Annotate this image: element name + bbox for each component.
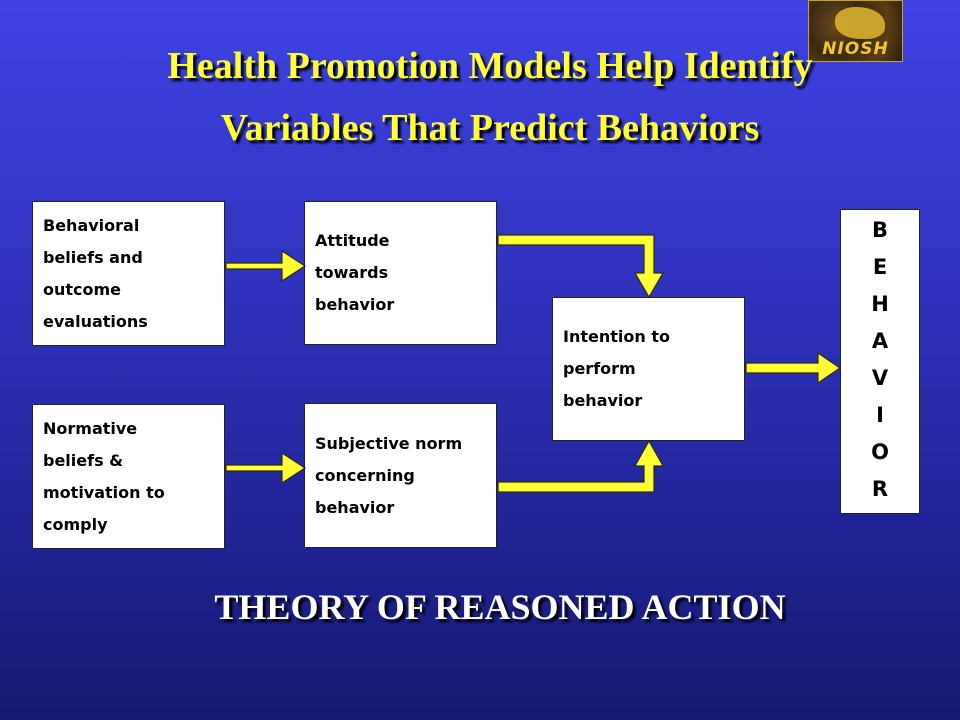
slide-title-line-2: Variables That Predict Behaviors [220, 107, 760, 149]
behavioral-beliefs-box: Behavioral beliefs and outcome evaluatio… [32, 201, 225, 346]
intention-box: Intention to perform behavior [552, 297, 745, 441]
subjective-norm-box: Subjective norm concerning behavior [304, 403, 497, 548]
attitude-box: Attitude towards behavior [304, 201, 497, 345]
arrow-intention-to-behavior [745, 351, 842, 385]
normative-beliefs-label: Normative beliefs & motivation to comply [43, 418, 165, 534]
arrow-beliefs-to-attitude [225, 249, 307, 283]
behavior-letter: A [871, 329, 889, 353]
theory-caption: THEORY OF REASONED ACTION [214, 587, 786, 627]
intention-label: Intention to perform behavior [563, 327, 670, 410]
behavior-letter: O [871, 440, 889, 464]
behavior-letter: H [871, 292, 889, 316]
behavior-box: B E H A V I O R [840, 209, 920, 514]
niosh-logo: NIOSH [808, 0, 903, 62]
behavior-letter: R [871, 477, 889, 501]
behavior-letter: I [876, 403, 884, 427]
arrow-subjective-norm-to-intention [497, 439, 665, 493]
behavior-letter: V [871, 366, 889, 390]
normative-beliefs-box: Normative beliefs & motivation to comply [32, 404, 225, 549]
behavior-letter: B [871, 218, 888, 242]
behavioral-beliefs-label: Behavioral beliefs and outcome evaluatio… [43, 215, 148, 331]
attitude-label: Attitude towards behavior [315, 231, 395, 314]
logo-map-shape [835, 7, 885, 39]
logo-text: NIOSH [822, 39, 889, 59]
slide-title-line-1: Health Promotion Models Help Identify [167, 45, 813, 87]
behavior-letter: E [872, 255, 888, 279]
arrow-attitude-to-intention [497, 234, 665, 299]
arrow-normative-to-subjective-norm [225, 451, 307, 485]
subjective-norm-label: Subjective norm concerning behavior [315, 433, 463, 517]
